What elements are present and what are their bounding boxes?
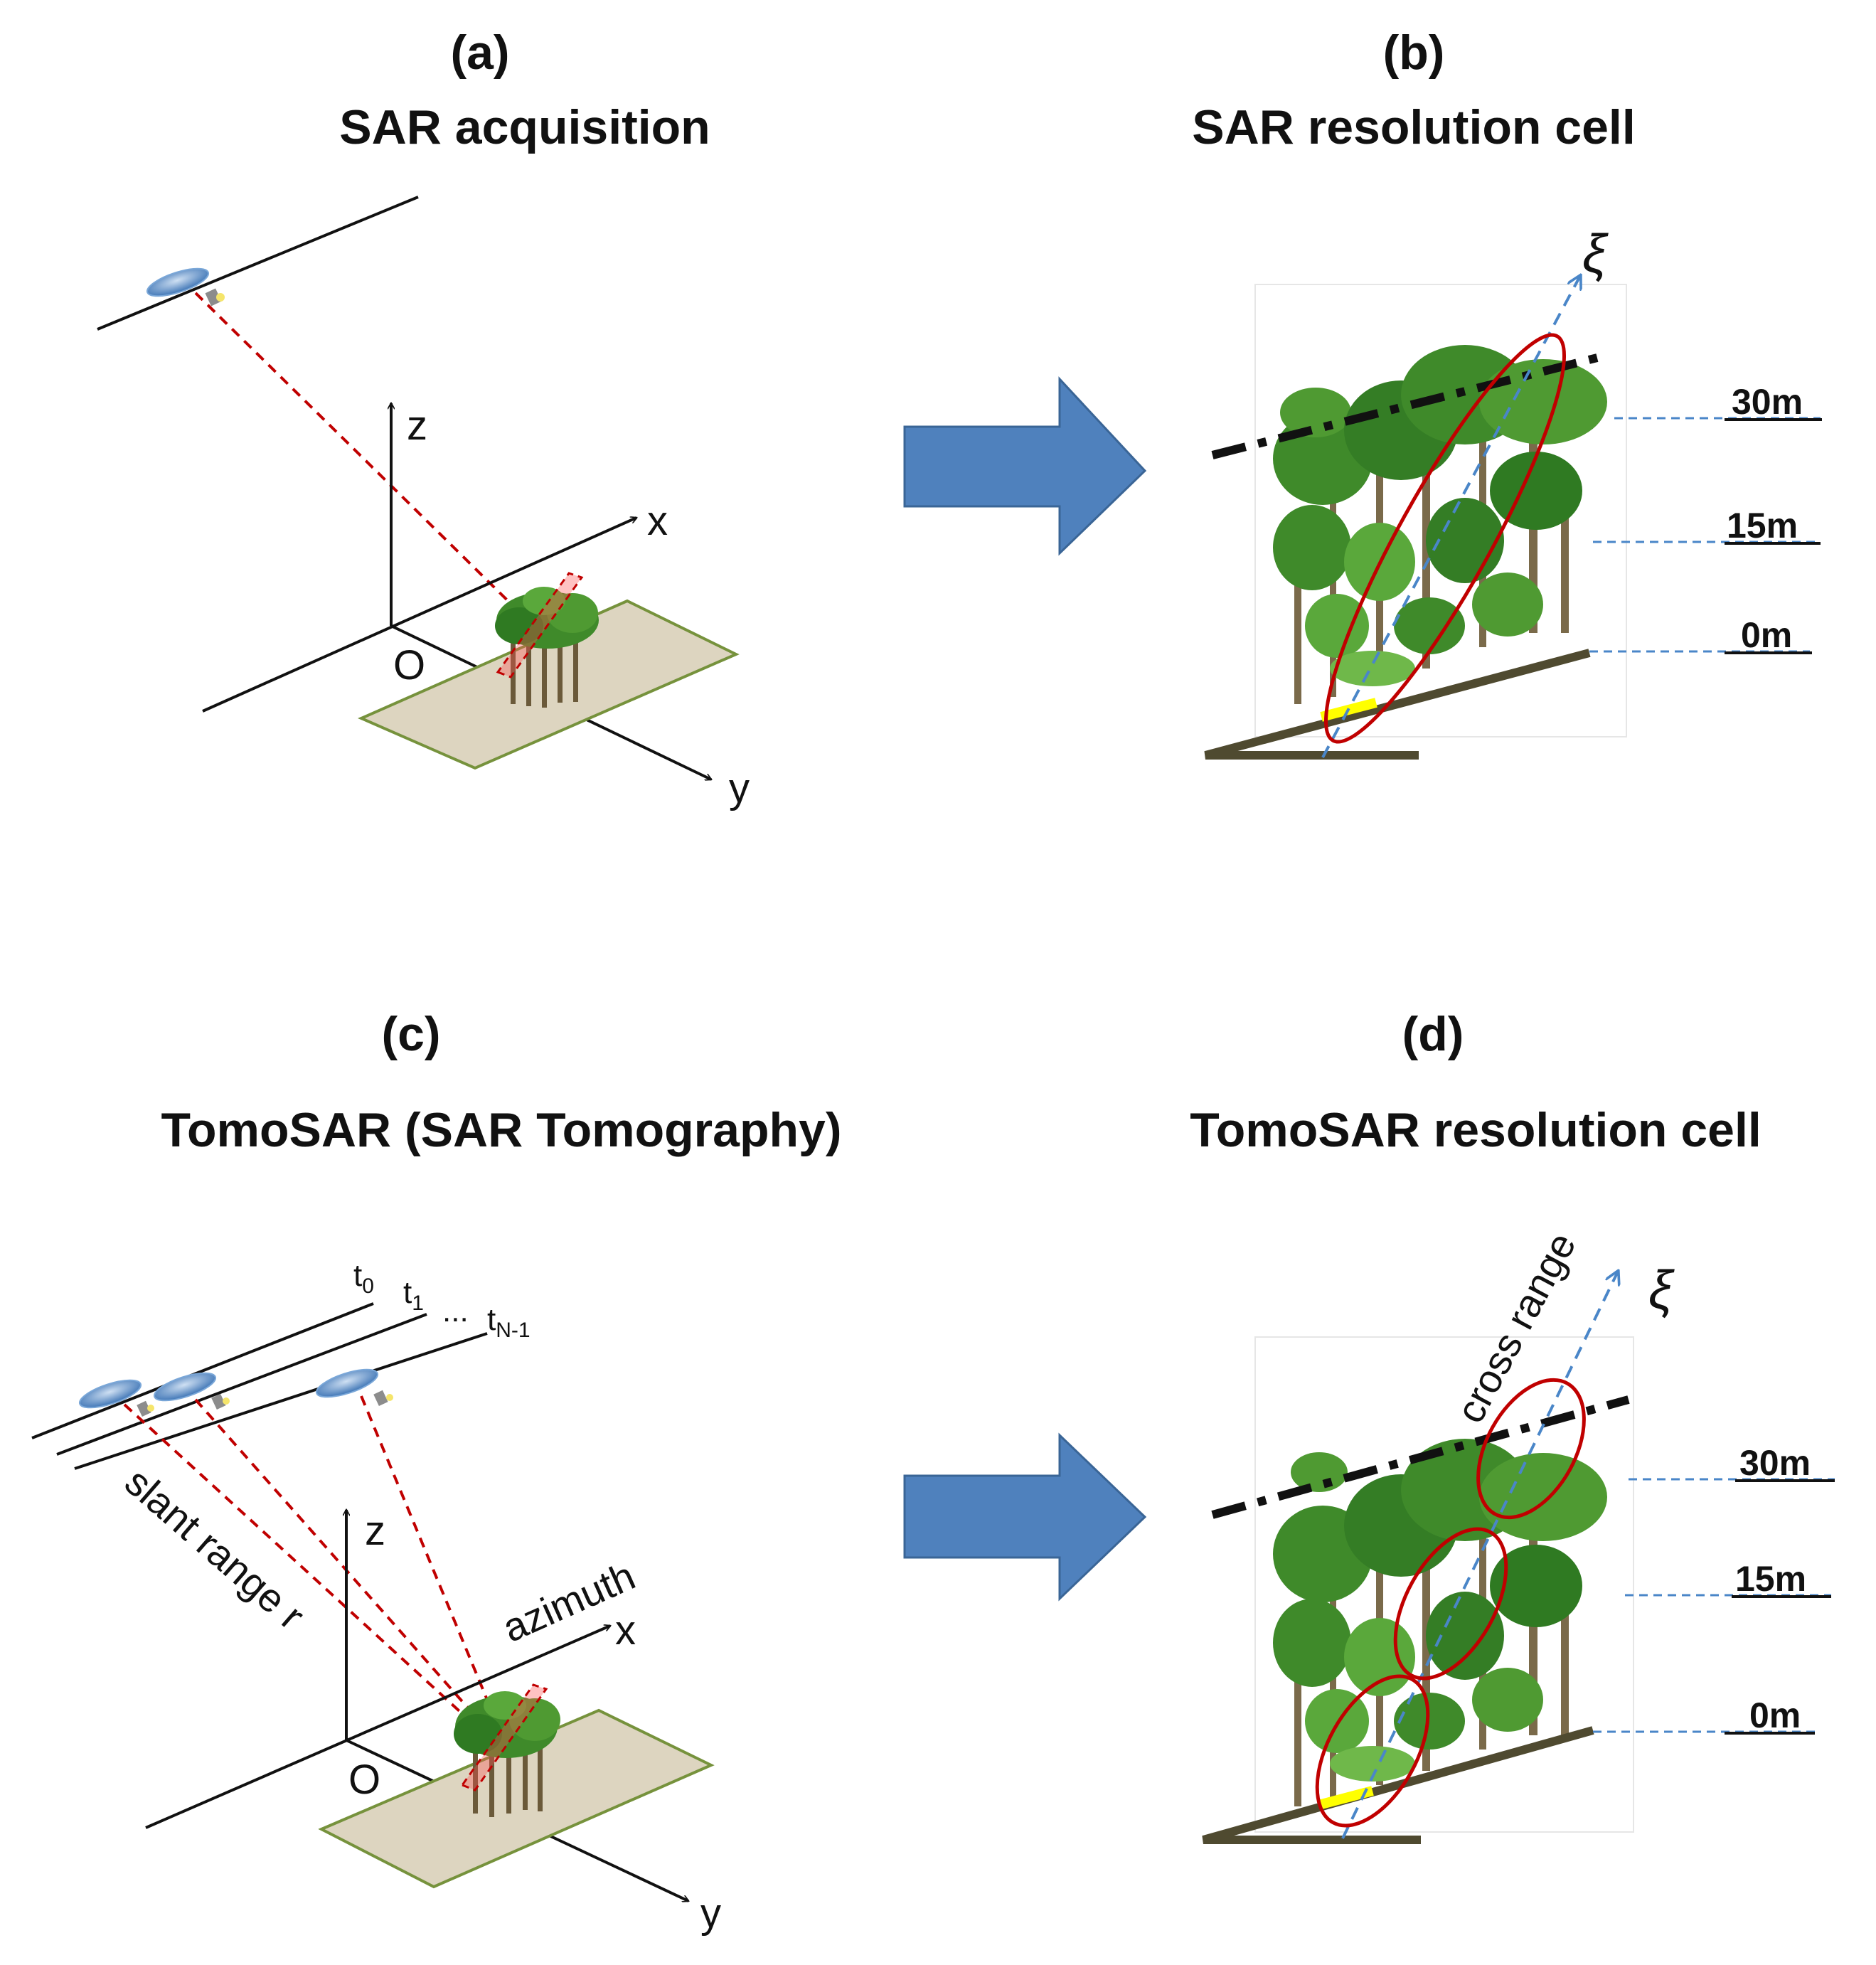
flight-track-t1 [56, 1313, 427, 1456]
ground-slope [1204, 649, 1591, 760]
xi-axis [1321, 276, 1580, 758]
resolution-cell-a [496, 572, 584, 678]
satellite-icon-t0 [78, 1379, 154, 1417]
origin-label-c: O [348, 1757, 380, 1803]
x-axis-label-c: x [615, 1607, 636, 1654]
tomo-resolution-ellipse-middle [1393, 1527, 1508, 1681]
height-label-15-d: 15m [1735, 1559, 1806, 1599]
x-axis-c [145, 1626, 610, 1829]
panel-b-title: SAR resolution cell [1192, 100, 1636, 154]
panel-b-diagram: ξ 30m 15m 0m [1204, 224, 1822, 760]
panel-a-diagram: z x y O [97, 196, 750, 811]
flight-track-t0 [31, 1302, 374, 1439]
height-label-30-d: 30m [1739, 1443, 1811, 1483]
beam-line-tn [360, 1395, 508, 1747]
satellite-icon [146, 267, 225, 307]
panel-d-title: TomoSAR resolution cell [1190, 1103, 1762, 1157]
panel-a-letter: (a) [450, 26, 510, 80]
flight-track-tn [74, 1332, 488, 1470]
sar-resolution-ellipse [1323, 333, 1567, 744]
xi-label: ξ [1582, 224, 1609, 284]
panel-a-title: SAR acquisition [339, 100, 710, 154]
x-axis-label: x [647, 498, 668, 544]
flight-track [97, 196, 419, 331]
tree-cluster [495, 587, 599, 708]
panel-d-letter: (d) [1402, 1007, 1464, 1061]
panel-c-title: TomoSAR (SAR Tomography) [161, 1103, 842, 1157]
satellite-icon-t1 [153, 1372, 230, 1410]
height-label-30: 30m [1732, 382, 1803, 422]
canopy-top-line-d [1211, 1395, 1630, 1519]
panel-d-diagram: ξ cross range 30m 15m 0m [1202, 1225, 1835, 1844]
panel-b-letter: (b) [1382, 26, 1445, 80]
process-arrow-bottom [903, 1432, 1147, 1602]
ground-slope-d [1202, 1726, 1594, 1844]
tomo-resolution-ellipse-top [1476, 1378, 1586, 1520]
satellite-icon-tn [315, 1368, 393, 1407]
beam-line [194, 292, 538, 631]
beam-line-t1 [194, 1398, 505, 1750]
tn-label: tN-1 [487, 1302, 531, 1342]
t1-label: t1 [403, 1275, 424, 1315]
panel-c-letter: (c) [381, 1007, 441, 1061]
z-axis-label-c: z [365, 1508, 385, 1554]
x-axis [202, 518, 636, 713]
process-arrow-top [903, 376, 1147, 556]
height-label-0: 0m [1741, 615, 1792, 655]
ellipsis-label: ... [442, 1294, 469, 1328]
origin-label: O [393, 642, 425, 688]
tomo-resolution-ellipse-bottom [1315, 1674, 1430, 1828]
y-axis-label-c: y [700, 1890, 721, 1937]
height-label-15: 15m [1727, 506, 1798, 545]
xi-label-d: ξ [1648, 1260, 1675, 1321]
t0-label: t0 [353, 1258, 374, 1298]
forest-illustration-d [1273, 1439, 1607, 1806]
panel-c-diagram: t0 t1 ... tN-1 slant range r [31, 1258, 721, 1937]
resolution-cell-c [460, 1683, 548, 1791]
height-label-0-d: 0m [1749, 1695, 1801, 1735]
y-axis-label: y [729, 765, 750, 811]
z-axis-label: z [407, 403, 427, 449]
